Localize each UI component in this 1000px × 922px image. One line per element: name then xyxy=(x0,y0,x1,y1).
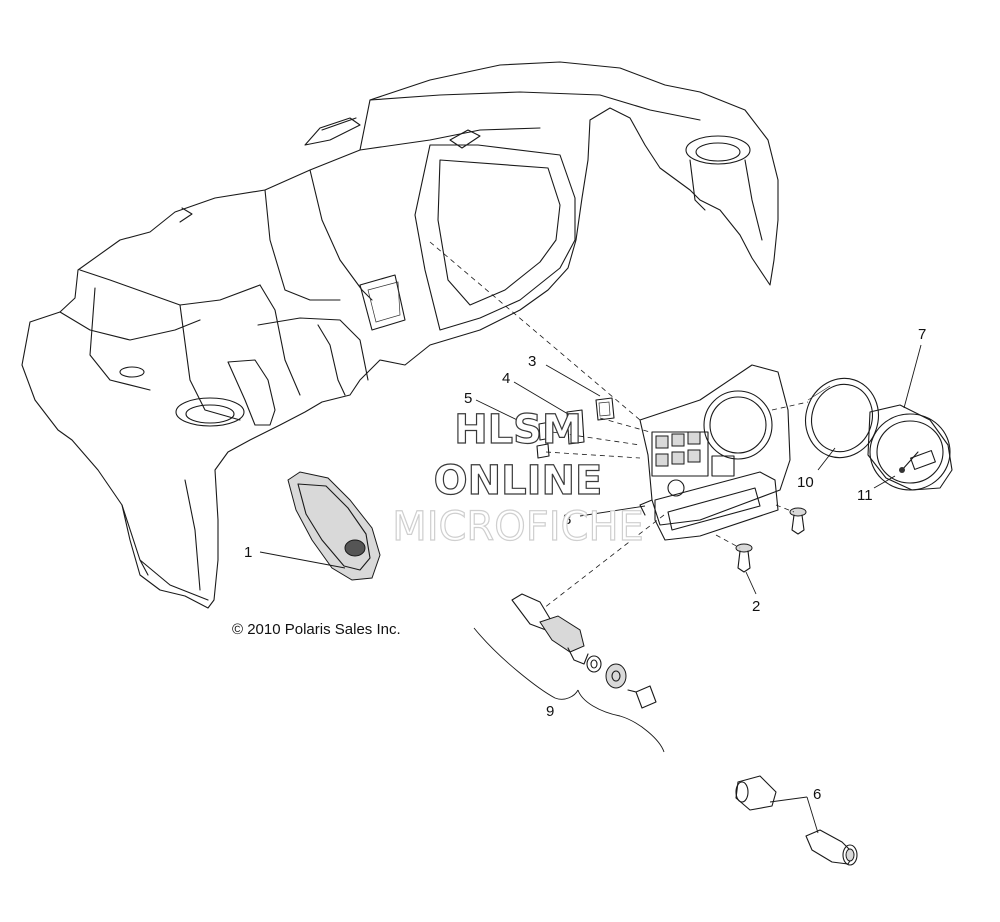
callout-6: 6 xyxy=(813,786,821,803)
callout-4: 4 xyxy=(502,370,510,387)
callout-3: 3 xyxy=(528,353,536,370)
callout-10: 10 xyxy=(797,474,814,491)
callout-1: 1 xyxy=(244,544,252,561)
power-socket-part-6 xyxy=(735,775,858,866)
watermark-line-1: HLSM xyxy=(454,407,582,453)
ignition-switch-part-9 xyxy=(511,593,657,709)
gauge-part-11 xyxy=(867,404,953,491)
instrument-bezel-part-8 xyxy=(639,364,791,541)
callout-11: 11 xyxy=(857,487,873,504)
callout-2: 2 xyxy=(752,598,760,615)
grab-handle-part-1 xyxy=(287,471,381,581)
callout-9: 9 xyxy=(546,703,554,720)
gauge-ring-part-10 xyxy=(805,377,879,459)
callout-5: 5 xyxy=(464,390,472,407)
copyright-notice: © 2010 Polaris Sales Inc. xyxy=(232,621,401,638)
callout-leaders xyxy=(259,344,922,834)
callout-numbers: 1 2 3 4 5 6 7 8 9 10 11 xyxy=(244,326,926,803)
decal-part-5 xyxy=(536,421,552,459)
watermark: HLSM ONLINE MICROFICHE xyxy=(392,406,645,550)
decal-part-3 xyxy=(595,397,615,421)
callout-8: 8 xyxy=(563,511,571,528)
decal-part-4 xyxy=(566,409,585,445)
watermark-line-2: ONLINE xyxy=(434,458,603,504)
assembly-lines xyxy=(429,241,809,609)
callout-7: 7 xyxy=(918,326,926,343)
watermark-line-3: MICROFICHE xyxy=(392,504,644,550)
dashboard-panel xyxy=(21,61,779,609)
fastener-part-2 xyxy=(735,507,807,573)
